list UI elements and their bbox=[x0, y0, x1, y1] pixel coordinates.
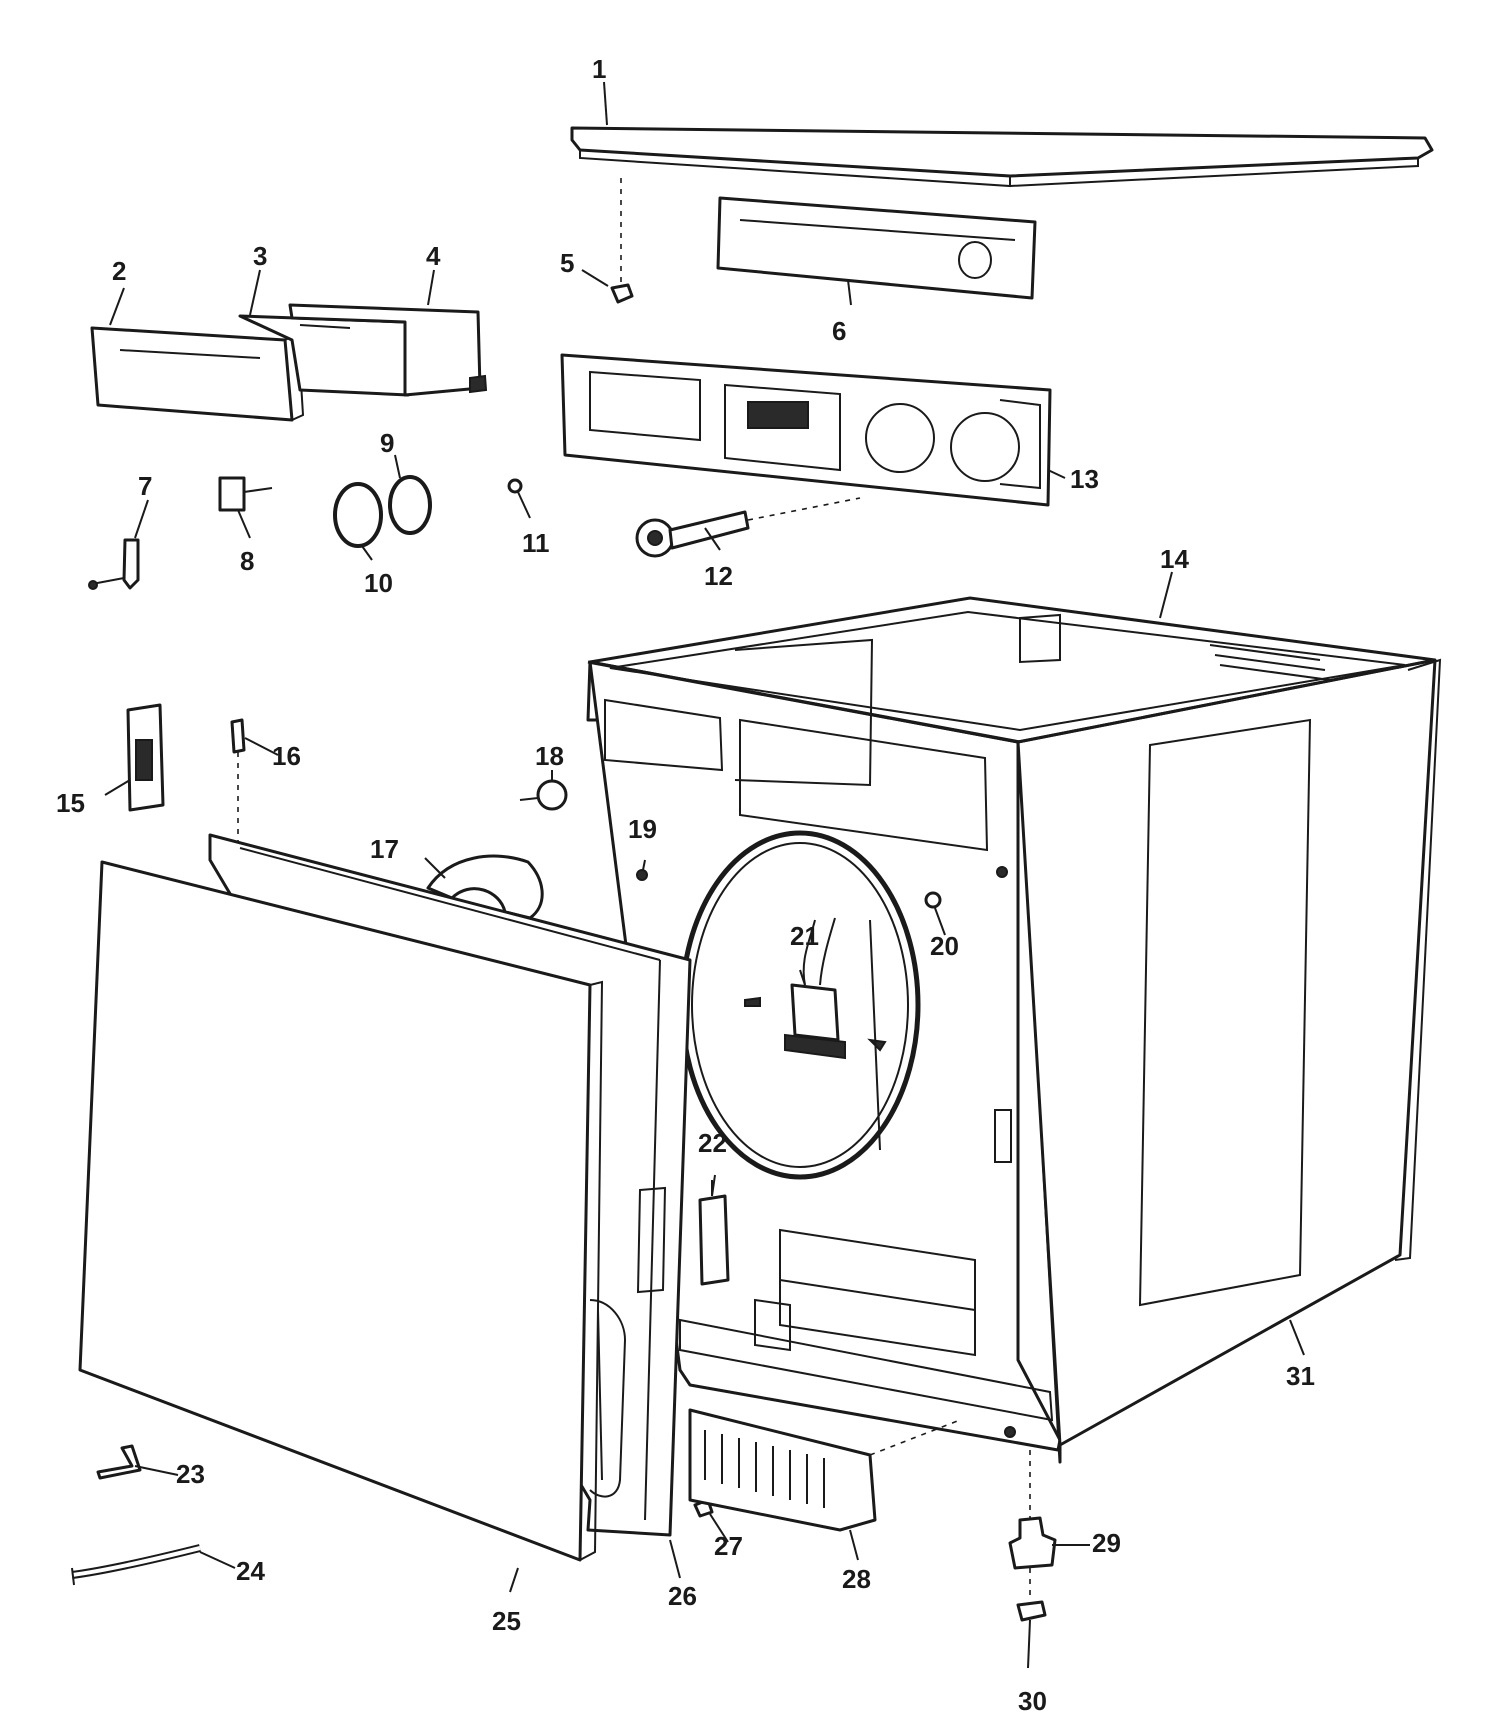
part-8-switch bbox=[218, 476, 273, 512]
part-13-control-console bbox=[560, 353, 1052, 507]
callout-12: 12 bbox=[704, 561, 733, 591]
part-30-foot-pad bbox=[1016, 1568, 1047, 1622]
part-18-clip bbox=[519, 779, 568, 811]
part-29-foot bbox=[1008, 1450, 1057, 1570]
callout-27: 27 bbox=[714, 1531, 743, 1561]
callout-5: 5 bbox=[560, 248, 574, 278]
callout-29: 29 bbox=[1092, 1528, 1121, 1558]
callout-26: 26 bbox=[668, 1581, 697, 1611]
callout-24: 24 bbox=[236, 1556, 265, 1586]
callout-16: 16 bbox=[272, 741, 301, 771]
callout-9: 9 bbox=[380, 428, 394, 458]
callout-20: 20 bbox=[930, 931, 959, 961]
part-16-pin bbox=[230, 718, 246, 870]
callout-3: 3 bbox=[253, 241, 267, 271]
part-7-latch bbox=[88, 538, 140, 590]
part-11-screw bbox=[507, 478, 523, 494]
callout-18: 18 bbox=[535, 741, 564, 771]
callout-21: 21 bbox=[790, 921, 819, 951]
callout-8: 8 bbox=[240, 546, 254, 576]
callout-22: 22 bbox=[698, 1128, 727, 1158]
part-6-control-fascia bbox=[716, 196, 1037, 300]
callout-25: 25 bbox=[492, 1606, 521, 1636]
callout-1: 1 bbox=[592, 54, 606, 84]
callout-7: 7 bbox=[138, 471, 152, 501]
callout-11: 11 bbox=[522, 528, 550, 558]
callout-4: 4 bbox=[426, 241, 441, 271]
part-23-bracket bbox=[96, 1444, 142, 1480]
callout-15: 15 bbox=[56, 788, 85, 818]
callout-10: 10 bbox=[364, 568, 393, 598]
leader-lines bbox=[104, 81, 1305, 1669]
part-25-outer-door-panel bbox=[78, 860, 604, 1562]
callout-14: 14 bbox=[1160, 544, 1189, 574]
part-20-screw bbox=[924, 891, 942, 909]
part-2-panel bbox=[90, 326, 305, 422]
part-15-hinge bbox=[126, 703, 165, 812]
part-17-hinge-bracket bbox=[426, 854, 544, 920]
part-5-clip bbox=[610, 283, 634, 304]
callout-6: 6 bbox=[832, 316, 846, 346]
callout-23: 23 bbox=[176, 1459, 205, 1489]
part-22-door-catch bbox=[698, 1180, 730, 1286]
part-19-screw bbox=[636, 869, 648, 881]
callout-13: 13 bbox=[1070, 464, 1099, 494]
part-12-timer bbox=[635, 497, 861, 558]
part-10-ring bbox=[333, 482, 383, 548]
callout-17: 17 bbox=[370, 834, 399, 864]
callout-2: 2 bbox=[112, 256, 126, 286]
callout-31: 31 bbox=[1286, 1361, 1315, 1391]
part-9-ring bbox=[388, 475, 432, 535]
callout-19: 19 bbox=[628, 814, 657, 844]
callout-28: 28 bbox=[842, 1564, 871, 1594]
callout-labels: 1 2 3 4 5 6 7 8 9 10 11 12 13 14 15 16 1… bbox=[56, 54, 1315, 1716]
part-4-housing bbox=[288, 303, 488, 397]
callout-30: 30 bbox=[1018, 1686, 1047, 1716]
part-24-hose bbox=[71, 1544, 201, 1586]
part-1-top-panel bbox=[570, 126, 1434, 188]
part-31-cabinet bbox=[586, 596, 1442, 1464]
part-28-kickplate bbox=[688, 1408, 961, 1532]
